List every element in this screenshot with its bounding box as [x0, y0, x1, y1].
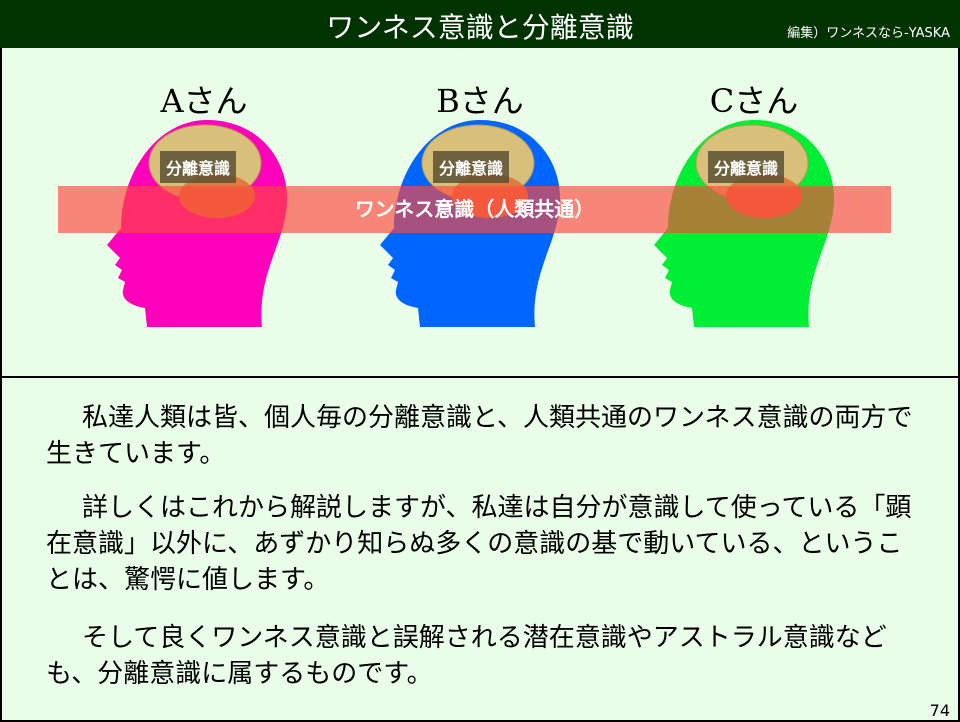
separate-consciousness-a: 分離意識	[160, 151, 237, 183]
title-bar: ワンネス意識と分離意識 編集）ワンネスなら-YASKA	[0, 0, 960, 48]
page-number: 74	[929, 701, 950, 720]
oneness-band: ワンネス意識（人類共通）	[58, 186, 891, 233]
person-c-name: Cさん	[709, 82, 799, 120]
paragraph-2: 詳しくはこれから解説しますが、私達は自分が意識して使っている「顕在意識」以外に、…	[46, 493, 912, 595]
paragraph-3: そして良くワンネス意識と誤解される潜在意識やアストラル意識なども、分離意識に属す…	[46, 623, 887, 689]
text-panel: 私達人類は皆、個人毎の分離意識と、人類共通のワンネス意識の両方で生きています。 …	[0, 376, 960, 722]
credit: 編集）ワンネスなら-YASKA	[787, 26, 950, 41]
separate-consciousness-b: 分離意識	[433, 151, 510, 183]
illustration-panel: Aさん Bさん Cさん 分離意識 分離意識 分離意識 ワンネス意識（人類共通）	[0, 48, 960, 378]
paragraph-1: 私達人類は皆、個人毎の分離意識と、人類共通のワンネス意識の両方で生きています。	[46, 403, 913, 469]
separate-consciousness-c: 分離意識	[708, 151, 785, 183]
person-a-name: Aさん	[160, 82, 248, 120]
person-b-name: Bさん	[436, 82, 524, 120]
slide-title: ワンネス意識と分離意識	[326, 11, 634, 44]
